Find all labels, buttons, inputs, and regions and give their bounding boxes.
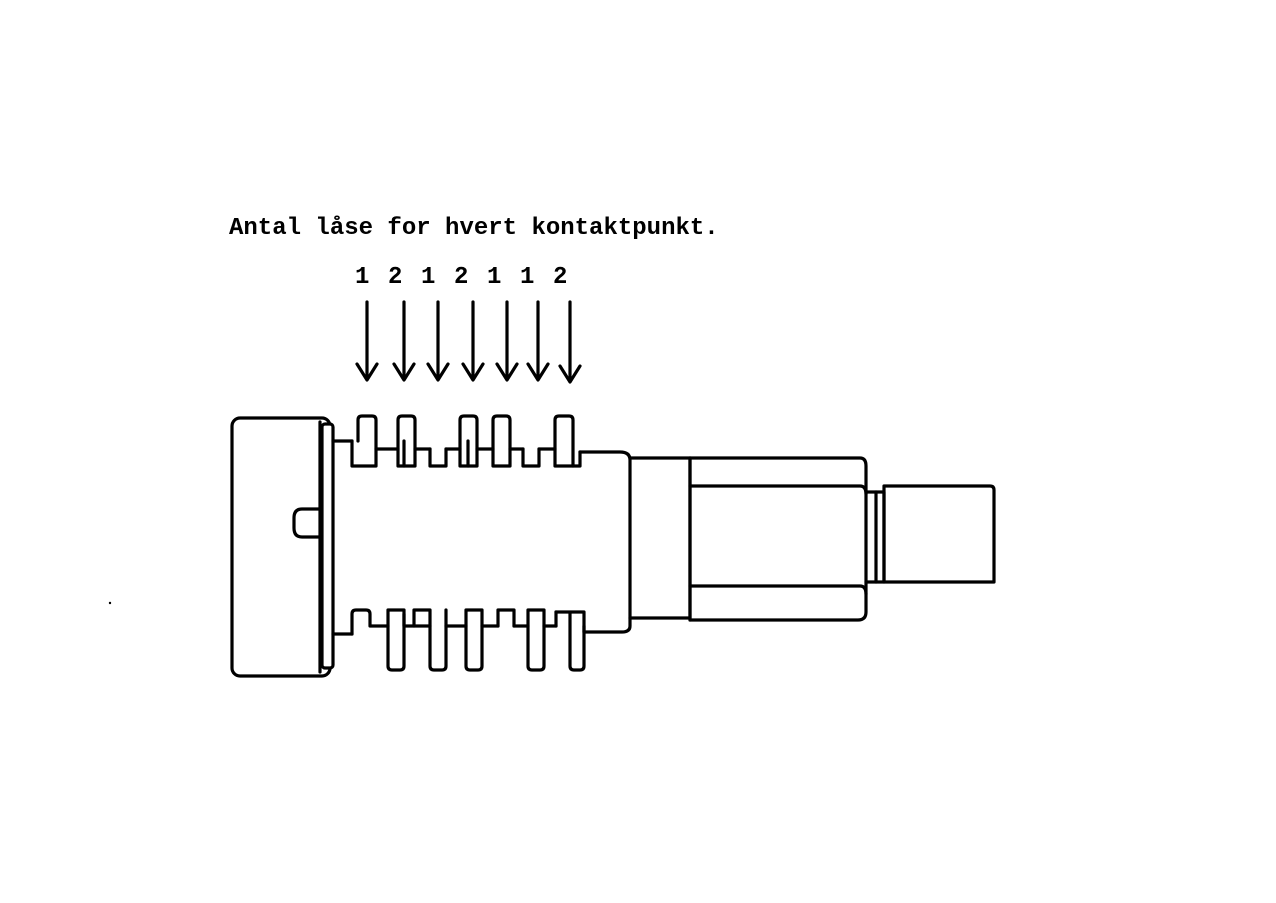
- arrow-3: [426, 300, 450, 382]
- arrow-6: [526, 300, 550, 382]
- cylinder-head: [230, 416, 335, 678]
- arrow-1: [355, 300, 379, 382]
- arrow-5: [495, 300, 519, 382]
- bottom-pins: [350, 608, 586, 672]
- top-pins: [350, 414, 582, 468]
- cylinder-body: [331, 439, 632, 636]
- arrows: [355, 300, 582, 384]
- diagram-title: Antal låse for hvert kontaktpunkt.: [229, 215, 719, 242]
- arrow-7: [558, 300, 582, 384]
- shaft-end: [864, 484, 996, 584]
- scan-speck: [108, 601, 112, 605]
- arrow-2: [392, 300, 416, 382]
- count-label-4: 2: [454, 264, 468, 291]
- count-label-3: 1: [421, 264, 435, 291]
- hex-section: [688, 456, 868, 622]
- count-label-6: 1: [520, 264, 534, 291]
- count-label-2: 2: [388, 264, 402, 291]
- count-label-1: 1: [355, 264, 369, 291]
- count-label-7: 2: [553, 264, 567, 291]
- cylinder-collar: [628, 456, 692, 622]
- count-label-5: 1: [487, 264, 501, 291]
- count-labels: 1 2 1 2 1 1 2: [355, 264, 567, 291]
- arrow-4: [461, 300, 485, 382]
